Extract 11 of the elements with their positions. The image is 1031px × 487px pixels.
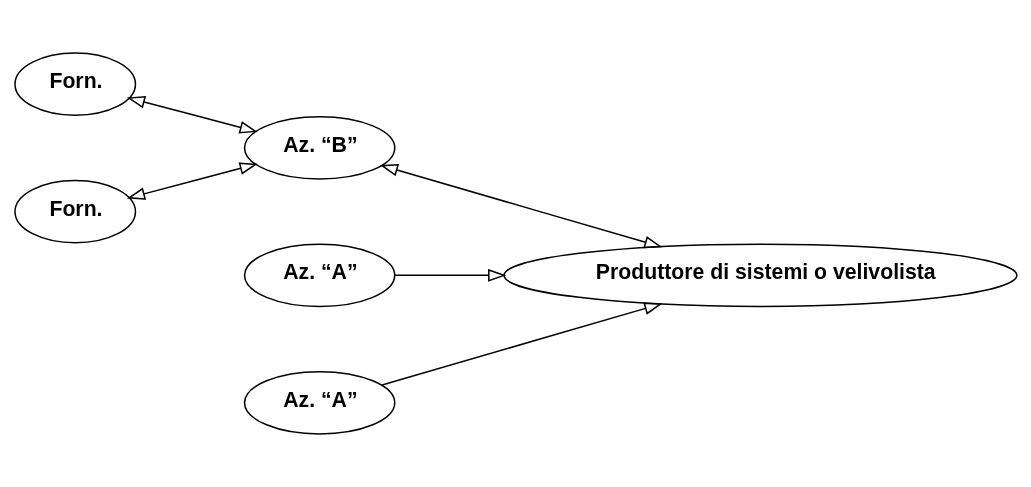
arrow — [380, 302, 662, 386]
arrow — [126, 95, 258, 134]
node-ellipse: Az. “A” — [243, 243, 395, 308]
node-ellipse: Az. “A” — [243, 370, 395, 435]
arrow — [126, 162, 258, 200]
arrow — [393, 268, 506, 282]
arrow — [379, 163, 662, 249]
node-ellipse: Az. “B” — [243, 116, 395, 180]
node-ellipse: Forn. — [13, 179, 136, 244]
node-ellipse: Produttore di sistemi o velivolista — [502, 243, 1018, 308]
node-ellipse: Forn. — [13, 52, 136, 117]
